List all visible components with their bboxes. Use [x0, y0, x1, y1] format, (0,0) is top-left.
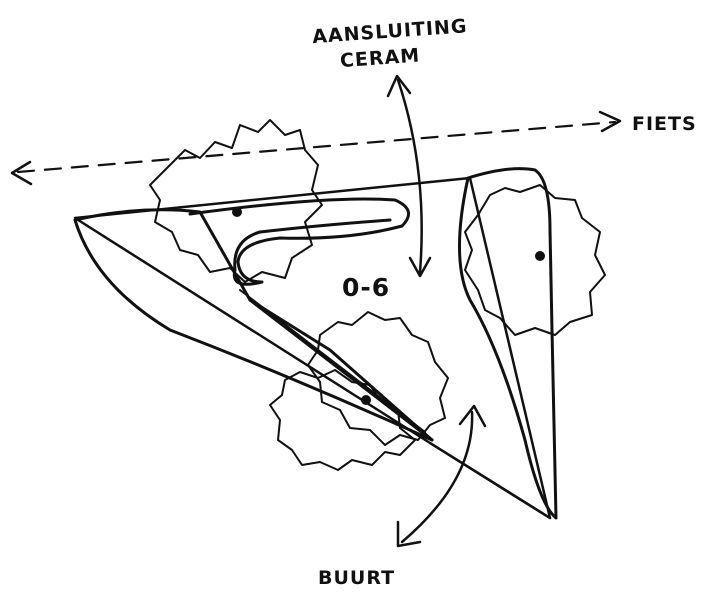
label-aansluiting: AANSLUITING [312, 15, 469, 48]
triangle-base-line [430, 443, 550, 518]
label-zone-0-6: 0-6 [342, 273, 390, 302]
hook-path [190, 199, 409, 284]
diagonal-line-1 [250, 300, 432, 440]
label-ceram: CERAM [339, 45, 421, 73]
label-buurt: BUURT [318, 567, 395, 589]
buurt-arrow [398, 406, 485, 546]
tree-right [465, 185, 605, 335]
label-fiets: FIETS [632, 113, 697, 135]
aansluiting-arrow [388, 76, 430, 276]
